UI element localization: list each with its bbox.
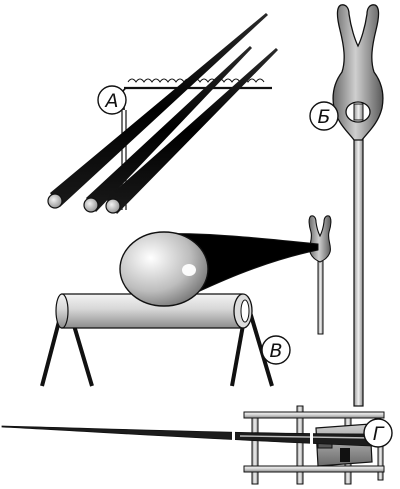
label-b-circle bbox=[309, 101, 339, 131]
vise-section-g: Г bbox=[1, 405, 393, 485]
small-clamp bbox=[308, 215, 332, 263]
sawhorse-section-v: В bbox=[40, 215, 332, 387]
label-b: Б bbox=[317, 106, 330, 128]
label-g-circle bbox=[363, 418, 393, 448]
vertical-pole bbox=[353, 127, 364, 407]
label-v-circle bbox=[261, 335, 291, 365]
label-g: Г bbox=[373, 423, 385, 445]
clothespin-clamp bbox=[332, 4, 384, 141]
rack-section-a: А bbox=[47, 13, 278, 214]
label-v: В bbox=[269, 340, 282, 362]
clamp-section-b: Б bbox=[309, 4, 384, 407]
rod-3 bbox=[106, 48, 278, 214]
label-a: А bbox=[104, 90, 119, 112]
rod-2 bbox=[86, 46, 252, 212]
blank-end-sphere bbox=[119, 231, 209, 307]
label-a-circle bbox=[97, 85, 127, 115]
rod-1 bbox=[50, 13, 268, 207]
